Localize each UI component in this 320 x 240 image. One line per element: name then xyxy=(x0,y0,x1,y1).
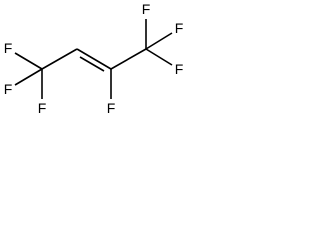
bond-c1-f-top xyxy=(14,52,43,70)
atom-f-c4-right-bottom: F xyxy=(175,61,184,77)
atom-f-c1-bottom: F xyxy=(38,100,47,116)
atom-f-c4-top: F xyxy=(142,1,151,17)
bond-c2-c3-double xyxy=(79,56,105,72)
bond-c4-f-right-top xyxy=(145,32,173,50)
bond-c1-c2 xyxy=(41,48,78,70)
atom-f-c4-right-top: F xyxy=(175,20,184,36)
bond-c1-f-left xyxy=(14,68,43,86)
atom-f-c1-top: F xyxy=(4,40,13,56)
bond-c3-c4 xyxy=(110,48,147,70)
atom-f-c1-left: F xyxy=(4,81,13,97)
chemical-structure: F F F F F F F xyxy=(4,1,184,116)
bond-c2-c3 xyxy=(76,48,112,70)
atom-labels: F F F F F F F xyxy=(4,1,184,116)
bond-c4-f-right-bottom xyxy=(145,48,173,66)
atom-f-c3: F xyxy=(107,100,116,116)
bonds xyxy=(14,19,173,99)
